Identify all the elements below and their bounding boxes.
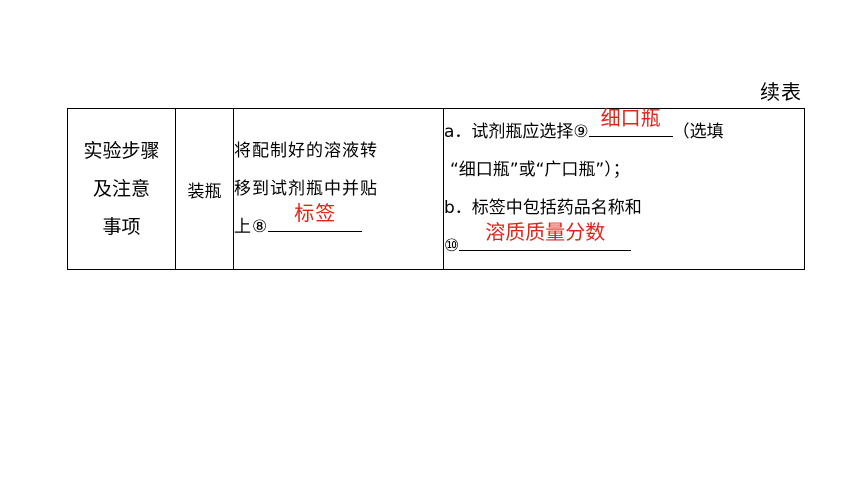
notes-cell: a．试剂瓶应选择⑨ 细口瓶 （选填 “细口瓶”或“广口瓶”）； b．标签中包括药品名… — [443, 108, 805, 270]
blank-number-10: ⑩ — [444, 236, 460, 256]
operation-line: 将配制好的溶液转 — [234, 141, 378, 161]
note-a-line1: a．试剂瓶应选择⑨ 细口瓶 （选填 — [444, 108, 804, 151]
fill-blank-8: 标签 — [268, 203, 363, 232]
fill-blank-9: 细口瓶 — [588, 108, 673, 137]
note-a-prefix: a．试剂瓶应选择⑨ — [444, 122, 589, 142]
note-a-suffix: （选填 — [672, 122, 724, 142]
operation-prefix: 上⑧ — [234, 217, 269, 237]
step-header-line: 及注意 — [92, 178, 150, 200]
fill-blank-10: 溶质质量分数 — [459, 222, 632, 251]
note-a-line2: “细口瓶”或“广口瓶”）； — [450, 160, 630, 180]
answer-10: 溶质质量分数 — [485, 222, 606, 244]
note-b-line2: ⑩ 溶质质量分数 — [444, 222, 804, 265]
step-header-line: 实验步骤 — [83, 140, 160, 162]
step-name-cell: 装瓶 — [175, 108, 234, 270]
answer-9: 细口瓶 — [600, 108, 661, 130]
answer-8: 标签 — [294, 203, 337, 225]
note-b-line1: b．标签中包括药品名称和 — [444, 198, 642, 218]
operation-line: 移到试剂瓶中并贴 — [234, 179, 378, 199]
experiment-table: 实验步骤 及注意 事项 装瓶 将配制好的溶液转 移到试剂瓶中并贴 上⑧ 标签 a．… — [67, 108, 805, 270]
operation-line: 上⑧ 标签 — [234, 203, 443, 246]
operation-cell: 将配制好的溶液转 移到试剂瓶中并贴 上⑧ 标签 — [233, 108, 444, 270]
step-header-line: 事项 — [102, 216, 141, 238]
step-header-cell: 实验步骤 及注意 事项 — [67, 108, 176, 270]
table-row: 实验步骤 及注意 事项 装瓶 将配制好的溶液转 移到试剂瓶中并贴 上⑧ 标签 a．… — [67, 108, 805, 270]
continued-label: 续表 — [760, 80, 802, 104]
